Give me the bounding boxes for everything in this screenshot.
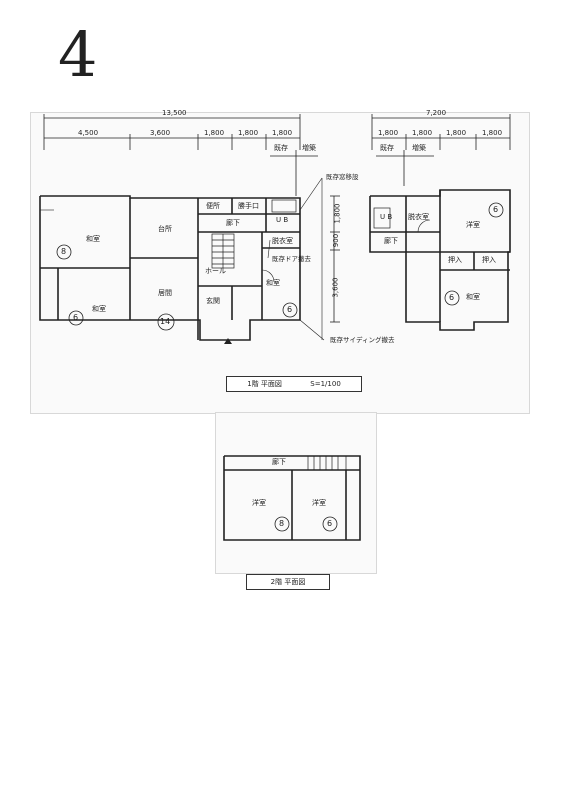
floor1-title-box: 1階 平面図 S=1/100 — [226, 376, 362, 392]
mat-washitsu-6: 6 — [73, 313, 79, 322]
f2-mat-left: 8 — [279, 519, 285, 528]
f2-room-yoshitsu-left: 洋室 — [252, 499, 266, 507]
label-zochiku: 増築 — [302, 144, 316, 152]
annex-dim-left-1: 1,800 — [333, 203, 342, 224]
mat-circle-washitsu-6 — [68, 310, 84, 326]
annex-dim-left-3: 3,600 — [331, 277, 340, 298]
annex-dim-total: 7,200 — [426, 109, 447, 117]
annex-room-ub: U B — [380, 213, 393, 221]
room-sentakushitsu: 脱衣室 — [272, 237, 293, 245]
annex-room-sentakushitsu: 脱衣室 — [408, 213, 429, 221]
mat-circle-f2-left — [274, 516, 290, 532]
note-siding: 既存サイディング撤去 — [330, 336, 395, 344]
mat-circle-washitsu-right — [282, 302, 298, 318]
mat-circle-washitsu-8 — [56, 244, 72, 260]
dim-seg-2: 3,600 — [150, 129, 171, 137]
floor1-scale: S=1/100 — [310, 380, 341, 388]
room-benjo: 便所 — [206, 202, 220, 210]
dim-seg-5: 1,800 — [272, 129, 293, 137]
mat-circle-f2-right — [322, 516, 338, 532]
room-living: 居間 — [158, 289, 172, 297]
annex-room-oshiire-2: 押入 — [482, 256, 496, 264]
annex-dim-seg-3: 1,800 — [446, 129, 467, 137]
mat-washitsu-right: 6 — [287, 305, 293, 314]
room-genkan: 玄関 — [206, 297, 220, 305]
room-katteguchi: 勝手口 — [238, 202, 259, 210]
annex-label-kizon: 既存 — [380, 144, 394, 152]
annex-dim-seg-4: 1,800 — [482, 129, 503, 137]
annex-dim-seg-1: 1,800 — [378, 129, 399, 137]
room-ub: U B — [276, 216, 289, 224]
f2-mat-right: 6 — [327, 519, 333, 528]
annex-mat-yoshitsu: 6 — [493, 205, 499, 214]
dim-seg-4: 1,800 — [238, 129, 259, 137]
annex-dim-left-2: 900 — [332, 233, 341, 248]
note-door: 既存ドア撤去 — [272, 255, 311, 263]
label-kizon: 既存 — [274, 144, 288, 152]
floor2-sheet — [215, 412, 377, 574]
mat-circle-annex-yoshitsu — [488, 202, 504, 218]
floor1-title: 1階 平面図 — [247, 380, 282, 388]
f2-room-roka: 廊下 — [272, 458, 286, 466]
mat-living: 14 — [160, 317, 171, 326]
mat-washitsu-8: 8 — [61, 247, 67, 256]
note-window: 既存窓移設 — [326, 173, 359, 181]
f2-room-yoshitsu-right: 洋室 — [312, 499, 326, 507]
annex-room-oshiire-1: 押入 — [448, 256, 462, 264]
annex-dim-seg-2: 1,800 — [412, 129, 433, 137]
mat-circle-annex-washitsu — [444, 290, 460, 306]
room-kitchen: 台所 — [158, 225, 172, 233]
annex-label-zochiku: 増築 — [412, 144, 426, 152]
room-washitsu-8: 和室 — [86, 235, 100, 243]
dim-seg-1: 4,500 — [78, 129, 99, 137]
dim-seg-3: 1,800 — [204, 129, 225, 137]
annex-room-washitsu: 和室 — [466, 293, 480, 301]
room-washitsu-6: 和室 — [92, 305, 106, 313]
annex-room-yoshitsu: 洋室 — [466, 221, 480, 229]
annex-room-roka: 廊下 — [384, 237, 398, 245]
annex-mat-washitsu: 6 — [449, 293, 455, 302]
dim-total-floor1: 13,500 — [162, 109, 187, 117]
floor2-title: 2階 平面図 — [270, 578, 306, 586]
floor1-sheet — [30, 112, 530, 414]
room-roka: 廊下 — [226, 219, 240, 227]
floor2-title-box: 2階 平面図 — [246, 574, 330, 590]
room-washitsu-right: 和室 — [266, 279, 280, 287]
room-hall: ホール — [205, 267, 226, 275]
page-mark: 4 — [58, 18, 98, 91]
mat-circle-living — [157, 313, 175, 331]
